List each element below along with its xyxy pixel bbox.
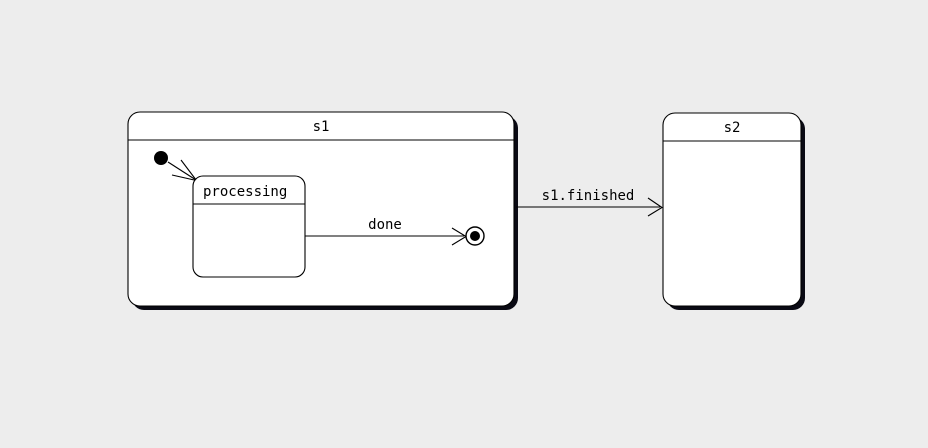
state-s1-body[interactable] — [128, 112, 514, 306]
transition-processing-to-final[interactable]: done — [305, 217, 468, 246]
state-processing-border — [192, 175, 306, 278]
initial-pseudostate-dot[interactable] — [154, 151, 168, 165]
transition-done-label: done — [368, 217, 402, 233]
state-s1[interactable]: s1 — [127, 111, 518, 310]
state-s2[interactable]: s2 — [662, 112, 805, 310]
state-processing[interactable]: processing — [192, 175, 306, 278]
state-processing-body[interactable] — [193, 176, 305, 277]
state-s1-border — [127, 111, 515, 307]
transition-s1-finished-label: s1.finished — [542, 188, 635, 204]
state-s2-border — [662, 112, 802, 307]
state-s2-title: s2 — [724, 120, 741, 136]
state-s2-body[interactable] — [663, 113, 801, 306]
transition-s1-to-s2[interactable]: s1.finished — [516, 188, 664, 217]
state-s1-title: s1 — [313, 119, 330, 135]
state-processing-title: processing — [203, 184, 287, 200]
transition-initial-to-processing-line — [167, 161, 197, 181]
transition-s1-finished-arrowhead — [647, 197, 664, 217]
final-state-dot — [470, 231, 480, 241]
initial-pseudostate[interactable] — [154, 151, 168, 165]
final-state[interactable] — [465, 226, 485, 246]
